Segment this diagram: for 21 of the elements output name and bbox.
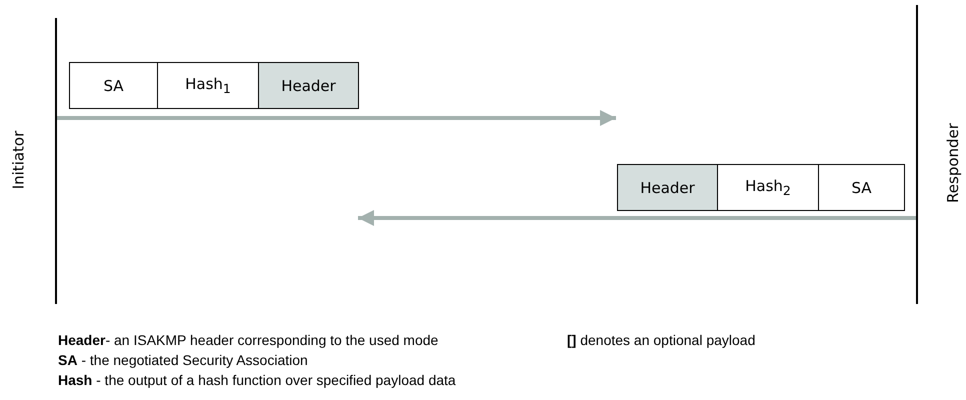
payload-box: [69, 62, 158, 109]
lifeline-label: Responder: [944, 123, 962, 203]
arrow: [358, 210, 916, 226]
payload-box: [617, 164, 718, 211]
legend-note: [] denotes an optional payload: [567, 332, 756, 348]
payload-label: Header: [640, 178, 695, 196]
payload-label: Hash$_{1}$: [185, 75, 231, 96]
lifeline-label: Initiator: [8, 130, 27, 190]
payload-box: [258, 62, 359, 109]
payload-label: Header: [281, 76, 336, 94]
legend-note: Hash - the output of a hash function over specified payload data: [58, 372, 456, 388]
payload-label: Hash$_{2}$: [745, 177, 791, 198]
arrow: [57, 110, 616, 126]
payload-label: SA: [103, 76, 124, 94]
lifeline: [916, 5, 918, 304]
payload-box: [818, 164, 905, 211]
legend-note: Header- an ISAKMP header corresponding to the used mode: [58, 332, 438, 348]
legend-note: SA - the negotiated Security Association: [58, 352, 308, 368]
payload-box: [717, 164, 819, 211]
lifeline: [55, 18, 57, 304]
payload-label: SA: [851, 178, 872, 196]
